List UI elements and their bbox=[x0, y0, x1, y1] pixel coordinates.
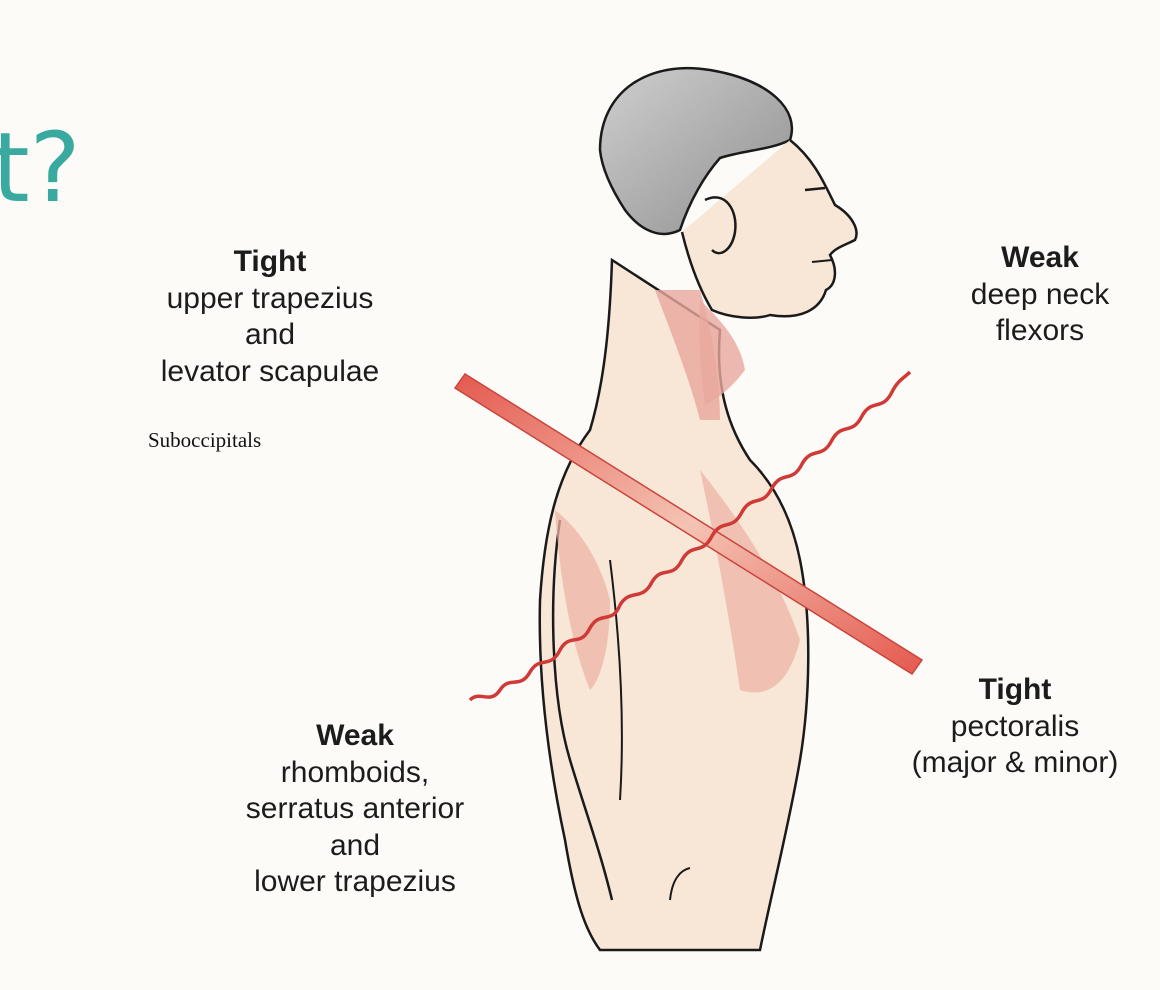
label-line: (major & minor) bbox=[870, 745, 1160, 782]
label-line: serratus anterior bbox=[180, 791, 530, 828]
label-note-suboccipitals: Suboccipitals bbox=[148, 428, 261, 453]
label-weak-upper: Weak deep neck flexors bbox=[920, 240, 1160, 350]
label-weak-lower: Weak rhomboids, serratus anterior and lo… bbox=[180, 718, 530, 901]
slide-title-fragment: t? bbox=[0, 120, 81, 216]
label-tight-lower: Tight pectoralis (major & minor) bbox=[870, 672, 1160, 782]
label-line: rhomboids, bbox=[180, 755, 530, 792]
label-line: deep neck bbox=[920, 277, 1160, 314]
label-heading: Weak bbox=[920, 240, 1160, 277]
label-line: lower trapezius bbox=[180, 864, 530, 901]
label-line: and bbox=[180, 828, 530, 865]
label-heading: Weak bbox=[180, 718, 530, 755]
label-line: upper trapezius bbox=[110, 281, 430, 318]
label-heading: Tight bbox=[870, 672, 1160, 709]
label-tight-upper: Tight upper trapezius and levator scapul… bbox=[110, 244, 430, 390]
label-line: and bbox=[110, 317, 430, 354]
body-figure bbox=[540, 68, 857, 950]
label-line: levator scapulae bbox=[110, 354, 430, 391]
label-line: pectoralis bbox=[870, 709, 1160, 746]
label-heading: Tight bbox=[110, 244, 430, 281]
label-line: flexors bbox=[920, 313, 1160, 350]
